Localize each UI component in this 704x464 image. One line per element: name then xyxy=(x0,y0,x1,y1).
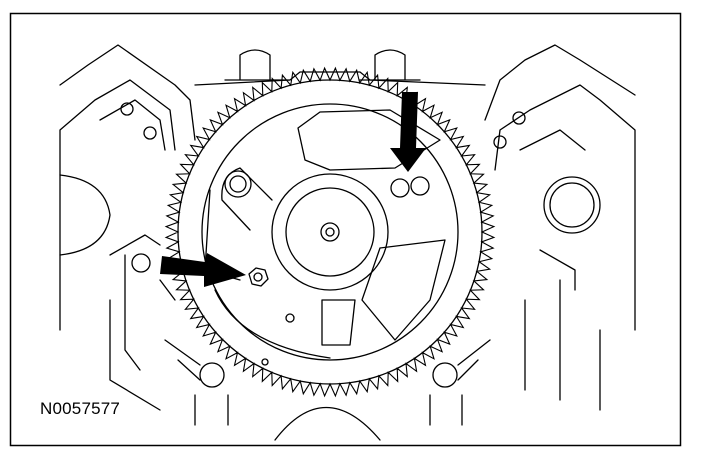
right-bore-inner xyxy=(549,182,595,228)
upper-arrow-right-bolt xyxy=(390,92,426,172)
threaded-hole-right-2 xyxy=(493,135,507,149)
figure-border xyxy=(9,12,682,447)
bottom-bore xyxy=(274,407,381,441)
lower-right-bracket xyxy=(429,339,491,426)
lower-window xyxy=(321,299,356,346)
left-washer-inner xyxy=(229,175,247,193)
threaded-hole-right-1 xyxy=(512,111,526,125)
small-pin xyxy=(285,313,295,323)
lower-left-bracket xyxy=(164,339,229,426)
left-washer xyxy=(224,170,252,198)
top-boss-right xyxy=(359,49,421,81)
hub-center xyxy=(320,222,340,242)
gear-tooth-profile xyxy=(164,66,496,398)
left-dowel-hole xyxy=(131,253,151,273)
bolt-upper-left xyxy=(390,178,410,198)
figure-id-label: N0057577 xyxy=(40,399,121,418)
left-arrow-hex-bolt xyxy=(160,253,246,287)
top-deck xyxy=(194,71,486,86)
threaded-hole-left-1 xyxy=(120,102,134,116)
engine-block-left xyxy=(59,44,196,331)
hub-ring xyxy=(285,187,375,277)
gear-teeth xyxy=(164,66,496,398)
hex-bolt-left-cap xyxy=(253,272,263,282)
small-pin-lower xyxy=(261,358,269,366)
engine-block-left-inner xyxy=(99,99,176,411)
right-window xyxy=(361,239,446,341)
gear-web xyxy=(201,103,459,361)
bolt-upper-right xyxy=(410,176,430,196)
hex-bolt-left xyxy=(248,267,269,287)
lower-left-stud xyxy=(199,362,225,388)
hub-center-bolt xyxy=(325,227,335,237)
hub-outer xyxy=(271,173,389,291)
gear-rim-inner xyxy=(177,79,483,385)
threaded-hole-left-2 xyxy=(143,126,157,140)
gear-web-lower xyxy=(214,289,331,359)
right-bore xyxy=(543,176,601,234)
lower-right-stud xyxy=(432,362,458,388)
left-bore xyxy=(59,174,111,256)
engine-block-right-inner xyxy=(519,129,601,411)
engine-block-right xyxy=(484,44,636,331)
top-boss-left xyxy=(224,49,291,81)
